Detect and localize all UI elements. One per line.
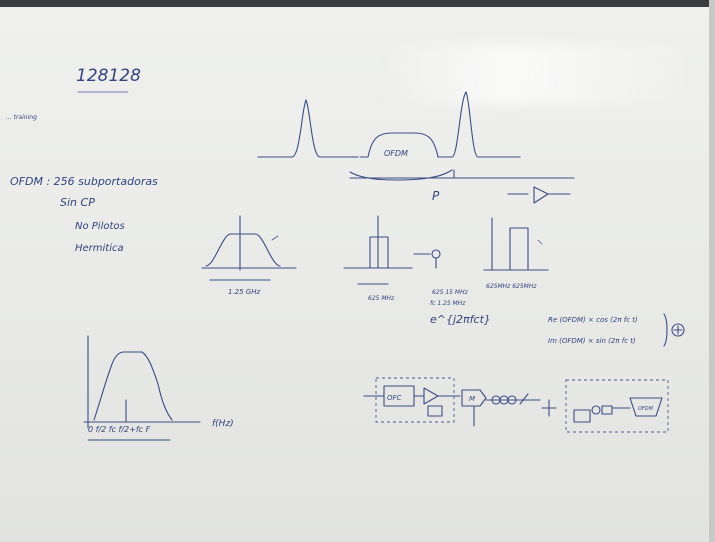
heading-text: 128128: [76, 66, 141, 86]
mixer-note-3: e^{j2πfct}: [430, 313, 491, 326]
top-spectrum-marker: P: [432, 189, 440, 203]
spectrum-2-sketch: [343, 215, 441, 285]
block-label-ofdm: OFDM: [638, 406, 654, 412]
light-glare: [380, 45, 700, 105]
spectrum-1-bandwidth: 1.25 GHz: [228, 288, 260, 296]
note-line-3: No Pilotos: [75, 221, 125, 232]
spectrum-3-labels: 625MHz 625MHz: [486, 283, 537, 290]
note-line-2: Sin CP: [60, 196, 95, 209]
note-line-1: OFDM : 256 subportadoras: [10, 175, 158, 188]
iq-line-1: Re (OFDM) × cos (2π fc t): [548, 316, 638, 324]
spectrum-3-sketch: [483, 217, 549, 271]
note-line-4: Hermitica: [75, 243, 124, 254]
iq-line-2: Im (OFDM) × sin (2π fc t): [548, 337, 636, 345]
lower-spectrum-axis-labels: 0 f/2 fc f/2+fc F: [88, 425, 151, 434]
spectrum-1-sketch: [201, 215, 297, 281]
block-label-m: M: [469, 395, 475, 403]
mixer-note-1: 625 15 MHz: [432, 289, 469, 296]
spectrum-2-bandwidth: 625 MHz: [368, 295, 395, 302]
block-diagram-sketch: [363, 377, 669, 433]
lower-spectrum-sketch: [83, 335, 201, 441]
lower-spectrum-unit: f(Hz): [212, 419, 234, 429]
top-spectrum-label: OFDM: [384, 149, 408, 158]
left-note-text: ... training: [6, 114, 37, 121]
mixer-note-2: fc 1.25 MHz: [430, 300, 466, 307]
whiteboard-frame-right: [709, 0, 715, 542]
whiteboard-frame-top: [0, 0, 715, 7]
top-spectrum-sketch: [257, 91, 575, 204]
iq-sum-bracket: [663, 313, 685, 347]
block-label-ofc: OFC: [387, 394, 402, 402]
